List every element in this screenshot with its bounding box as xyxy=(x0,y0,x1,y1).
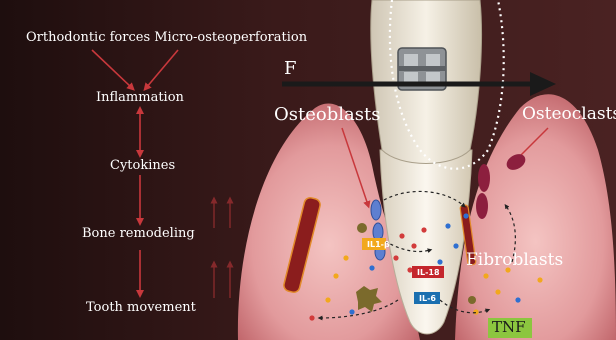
flow-step-inflammation: Inflammation xyxy=(96,90,184,105)
flow-step-tooth-movement: Tooth movement xyxy=(86,300,196,315)
tnf-tag: TNF xyxy=(492,318,526,336)
il6-tag: IL-6 xyxy=(416,292,439,305)
osteoclasts-label: Osteoclasts xyxy=(522,104,616,124)
flow-step-bone-remodeling: Bone remodeling xyxy=(82,226,195,241)
osteoblasts-label: Osteoblasts xyxy=(274,104,380,125)
il1-tag: IL1-β xyxy=(364,238,393,251)
flow-step-cytokines: Cytokines xyxy=(110,158,175,173)
fibroblasts-label: Fibroblasts xyxy=(466,250,563,270)
force-label: F xyxy=(284,58,297,79)
flow-inputs: Orthodontic forces Micro-osteoperforatio… xyxy=(26,30,307,45)
il18-tag: IL-18 xyxy=(414,266,443,279)
